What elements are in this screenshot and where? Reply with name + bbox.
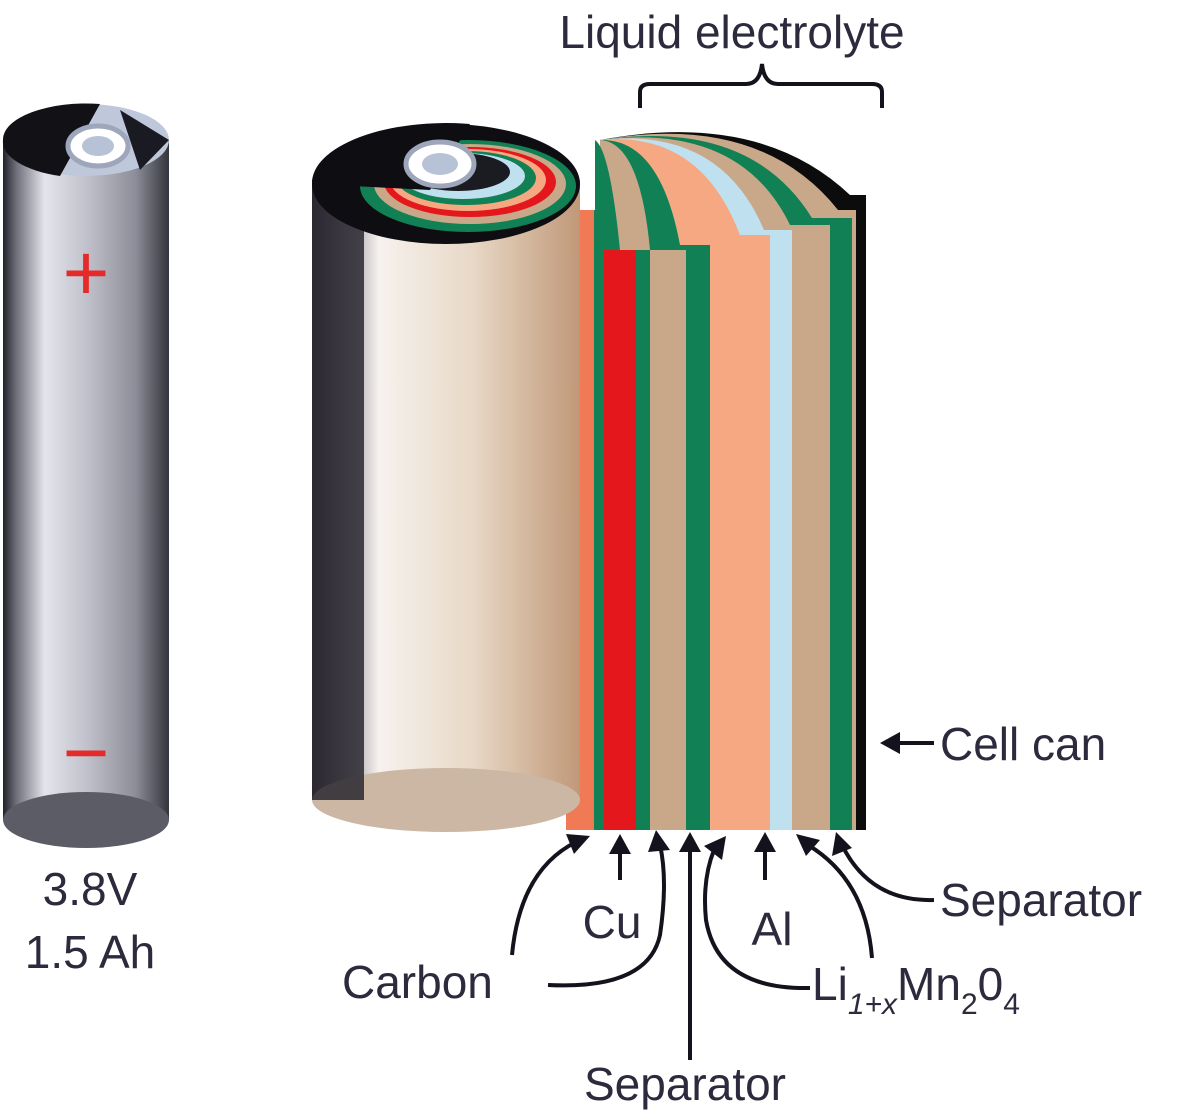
copper-foil-layer xyxy=(600,250,636,830)
separator-right-arrowhead xyxy=(832,832,852,856)
cathode-subscript-1: 1+x xyxy=(848,988,898,1021)
roll-left-can xyxy=(312,180,364,800)
green-edge xyxy=(594,210,604,830)
battery-voltage: 3.8V xyxy=(43,863,138,915)
cathode-arrow xyxy=(806,843,874,959)
label-separator-right: Separator xyxy=(940,874,1142,926)
carbon-arrow xyxy=(510,840,577,956)
battery-cell: + − xyxy=(2,103,169,848)
electrolyte-brace xyxy=(638,63,884,108)
battery-body xyxy=(3,140,169,820)
separator-right-arrow xyxy=(840,844,935,903)
carbon-connector xyxy=(547,844,666,988)
battery-top-shadow-right xyxy=(120,110,169,170)
cathode-mn: Mn xyxy=(897,958,961,1010)
battery-top-shadow xyxy=(2,103,101,176)
minus-sign: − xyxy=(63,708,110,797)
label-al: Al xyxy=(752,903,793,955)
cu-arrowhead xyxy=(609,834,631,854)
label-electrolyte: Liquid electrolyte xyxy=(559,6,904,58)
battery-bottom xyxy=(3,792,169,848)
roll-terminal-hole xyxy=(422,153,458,175)
cathode-o: 0 xyxy=(978,958,1004,1010)
cathode-li: Li xyxy=(812,958,848,1010)
label-cathode-formula: Li1+xMn204 xyxy=(812,958,1020,1021)
battery-capacity: 1.5 Ah xyxy=(25,926,155,978)
cathode-arrowhead xyxy=(796,834,820,856)
cathode-subscript-2: 2 xyxy=(961,988,978,1021)
label-cell-can: Cell can xyxy=(940,718,1106,770)
label-carbon: Carbon xyxy=(342,956,493,1008)
cathode-connector xyxy=(703,849,811,991)
cathode-subscript-3: 4 xyxy=(1003,988,1020,1021)
plus-sign: + xyxy=(63,228,110,317)
carbon-arrowhead xyxy=(566,834,590,854)
cell-can-arrowhead xyxy=(880,732,900,754)
roll-bottom xyxy=(312,768,580,832)
cathode-connector-arrowhead xyxy=(704,836,726,860)
battery-terminal-hole xyxy=(82,136,114,156)
cell-cutaway xyxy=(311,123,866,832)
separator-bottom-arrowhead xyxy=(679,832,701,852)
al-arrowhead xyxy=(754,832,776,852)
label-separator-bottom: Separator xyxy=(584,1058,786,1110)
label-cu: Cu xyxy=(583,896,642,948)
carbon-connector-arrowhead xyxy=(648,830,670,852)
